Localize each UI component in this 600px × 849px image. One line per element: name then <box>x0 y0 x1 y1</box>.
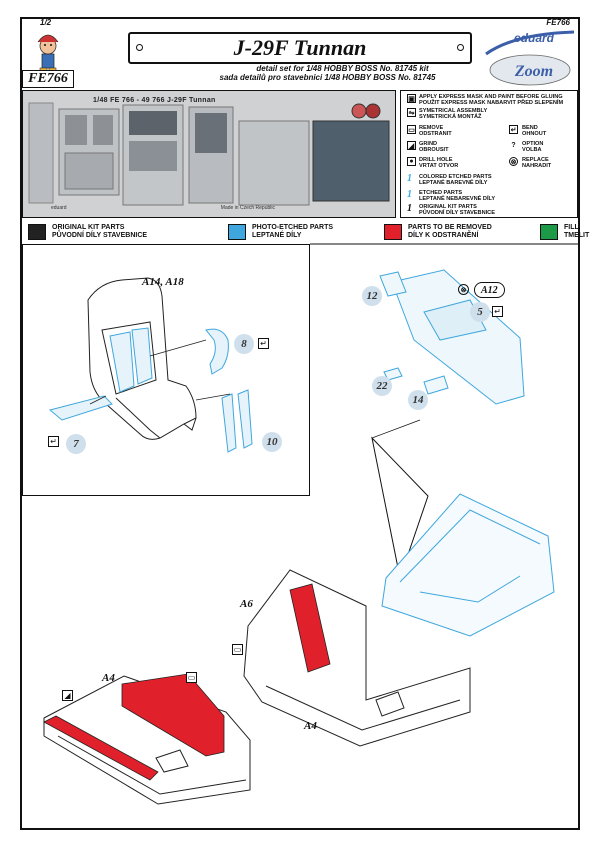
fret-brand: eduard <box>51 205 67 211</box>
grind-icon: ◢ <box>407 141 416 150</box>
screw-icon <box>136 44 143 51</box>
screw-icon <box>457 44 464 51</box>
legend-bend: BEND OHNOUT <box>522 125 547 138</box>
bend-icon: ↵ <box>492 306 503 317</box>
label-seat: A14, A18 <box>142 276 184 288</box>
page-number: 1/2 <box>40 18 52 27</box>
symbol-legend: ▣ APPLY EXPRESS MASK AND PAINT BEFORE GL… <box>400 90 578 218</box>
legend-etched: ETCHED PARTS LEPTANÉ NEBAREVNÉ DÍLY <box>419 190 496 203</box>
part-8-etch <box>205 328 229 375</box>
etched-parts-icon: 1 <box>407 189 412 200</box>
colored-parts-icon: 1 <box>407 173 412 184</box>
replace-icon: ⊗ <box>509 157 518 166</box>
legend-drill: DRILL HOLE VRTAT OTVOR <box>419 157 459 170</box>
key-etched: PHOTO-ETCHED PARTS LEPTANÉ DÍLY <box>252 224 334 239</box>
remove-icon: ▭ <box>407 125 416 134</box>
sheet-frame <box>20 17 580 830</box>
console-etch-large <box>381 493 555 637</box>
original-parts-icon: 1 <box>407 203 412 214</box>
replace-icon: ⊗ <box>458 284 469 295</box>
remove-icon: ▭ <box>232 644 243 655</box>
part-number-8: 8 <box>234 334 254 354</box>
set-code-top: FE766 <box>546 18 570 27</box>
part-number-10: 10 <box>262 432 282 452</box>
swatch-etched <box>228 224 246 240</box>
part-number-22: 22 <box>372 376 392 396</box>
legend-grind: GRIND OBROUSIT <box>419 141 449 154</box>
key-fill: FILL TMELIT <box>564 224 590 239</box>
removed-part-a4-strip <box>43 715 159 781</box>
subtitle-cz: sada detailů pro stavebnici 1/48 HOBBY B… <box>219 73 436 82</box>
legend-symmetry: SYMETRICAL ASSEMBLY SYMETRICKÁ MONTÁŽ <box>419 108 488 121</box>
label-a4-right: A4 <box>304 720 317 732</box>
fret-parts-drawing <box>28 102 390 206</box>
fret-preview: 1/48 FE 766 - 49 766 J-29F Tunnan eduard… <box>22 90 396 218</box>
part-10-etch <box>221 389 253 453</box>
option-icon: ? <box>511 142 516 149</box>
legend-original: ORIGINAL KIT PARTS PŮVODNÍ DÍLY STAVEBNI… <box>419 204 495 217</box>
bend-icon: ↵ <box>48 436 59 447</box>
eduard-zoom-logo: eduard Zoom <box>485 30 575 86</box>
set-code-box: FE766 <box>22 70 74 88</box>
brand-subname: Zoom <box>514 63 553 80</box>
part-number-7: 7 <box>66 434 86 454</box>
key-original: ORIGINAL KIT PARTS PŮVODNÍ DÍLY STAVEBNI… <box>52 224 148 239</box>
remove-icon: ▭ <box>186 672 197 683</box>
swatch-original <box>28 224 46 240</box>
bend-icon: ↵ <box>258 338 269 349</box>
label-a4-left: A4 <box>102 672 115 684</box>
fret-country: Made in Czech Republic <box>220 205 275 211</box>
label-a6: A6 <box>240 598 253 610</box>
legend-colored: COLORED ETCHED PARTS LEPTANÉ BAREVNÉ DÍL… <box>419 174 492 187</box>
subtitle-en: detail set for 1/48 HOBBY BOSS No. 81745… <box>256 64 429 73</box>
swatch-fill <box>540 224 558 240</box>
color-key: ORIGINAL KIT PARTS PŮVODNÍ DÍLY STAVEBNI… <box>22 222 589 242</box>
key-removed: PARTS TO BE REMOVED DÍLY K ODSTRANĚNÍ <box>408 224 492 239</box>
legend-option: OPTION VOLBA <box>522 141 544 154</box>
mask-icon: ▣ <box>407 94 416 103</box>
legend-mask: APPLY EXPRESS MASK AND PAINT BEFORE GLUI… <box>419 94 564 107</box>
tag-a12: A12 <box>474 282 505 298</box>
seat-harness-etch <box>109 327 153 393</box>
swatch-removed <box>384 224 402 240</box>
legend-replace: REPLACE NAHRADIT <box>522 157 552 170</box>
legend-remove: REMOVE ODSTRANIT <box>419 125 452 138</box>
seat-detail-panel <box>22 244 310 496</box>
removed-part-a6 <box>289 583 331 673</box>
symmetry-icon: ⇋ <box>407 108 416 117</box>
grind-icon: ◢ <box>62 690 73 701</box>
part-number-5: 5 <box>470 302 490 322</box>
part-number-14: 14 <box>408 390 428 410</box>
part-7-etch <box>48 395 113 421</box>
bend-icon: ↵ <box>509 125 518 134</box>
drill-icon: ● <box>407 157 416 166</box>
title-frame: J-29F Tunnan <box>128 32 472 64</box>
fret-label: 1/48 FE 766 - 49 766 J-29F Tunnan <box>93 97 216 104</box>
part-number-12: 12 <box>362 286 382 306</box>
brand-name: eduard <box>514 31 555 45</box>
page-title: J-29F Tunnan <box>233 35 367 60</box>
